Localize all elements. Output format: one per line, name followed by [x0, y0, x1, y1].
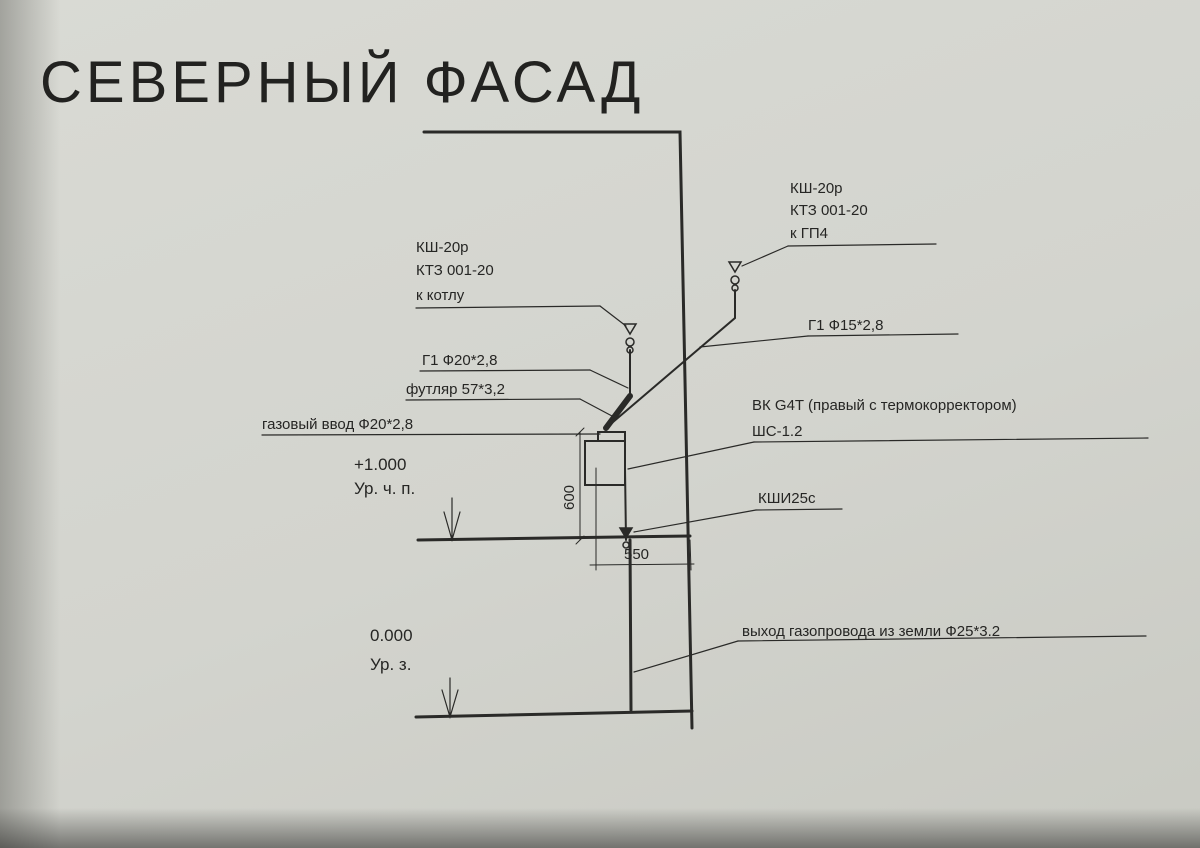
leader-shelf-g1-20 [419, 369, 591, 372]
inclined-pipe-g1-15 [605, 289, 736, 429]
leader-shelf-exit [737, 635, 1147, 642]
leader-shelf-kshi [755, 508, 843, 511]
pipe-casing [603, 393, 633, 431]
floor-level-marker [443, 497, 461, 543]
valve-kshi [618, 527, 634, 540]
leader-meter [627, 441, 755, 470]
label-ksh-right-1: КШ-20р [790, 180, 843, 197]
dimension-label-550: 550 [624, 546, 649, 563]
label-meter-1: ВК G4T (правый с термокорректором) [752, 397, 1017, 414]
leader-futlyar [579, 398, 613, 417]
leader-shelf-g1-15 [807, 333, 959, 337]
label-floor-level-name: Ур. ч. п. [354, 479, 415, 498]
label-futlyar: футляр 57*3,2 [406, 381, 505, 398]
valve-boiler-body [625, 337, 635, 347]
label-gas-input: газовый ввод Ф20*2,8 [262, 416, 413, 433]
dimension-label-600: 600 [561, 485, 578, 510]
leader-shelf-gp4 [787, 243, 937, 247]
building-wall-inner-line [679, 131, 689, 539]
sheet-shadow-bottom [0, 808, 1200, 848]
floor-level-line [416, 534, 692, 542]
label-ksh-left-2: КТЗ 001-20 [416, 262, 494, 279]
ground-level-line [414, 709, 694, 719]
leader-g1-20 [589, 369, 629, 389]
valve-gp4-top [727, 261, 743, 274]
dimension-line-550 [589, 563, 695, 566]
valve-gp4-bottom [731, 284, 739, 292]
meter-connector [597, 431, 626, 446]
label-ksh-right-2: КТЗ 001-20 [790, 202, 868, 219]
label-ksh-right-3: к ГП4 [790, 225, 828, 242]
leader-kshi [633, 509, 757, 533]
riser-pipe [628, 538, 633, 712]
leader-g1-15 [699, 335, 809, 348]
leader-shelf-boiler [415, 305, 601, 309]
label-ground-level-value: 0.000 [370, 626, 413, 645]
label-g1-20: Г1 Ф20*2,8 [422, 352, 497, 369]
label-floor-level-value: +1.000 [354, 455, 406, 474]
valve-gp4-body [730, 275, 740, 285]
drawing-title: СЕВЕРНЫЙ ФАСАД [40, 50, 644, 115]
sheet-shadow-left [0, 0, 60, 848]
leader-gp4 [741, 245, 789, 267]
extension-line-550-right [689, 539, 692, 571]
label-ground-level-name: Ур. з. [370, 655, 411, 674]
leader-boiler [599, 305, 627, 327]
gas-meter-box [584, 440, 626, 486]
valve-boiler-bottom [626, 346, 634, 354]
leader-shelf-futlyar [405, 398, 581, 401]
leader-shelf-meter [753, 437, 1149, 443]
building-wall-outline [422, 130, 694, 730]
leader-exit [633, 640, 739, 673]
label-meter-2: ШС-1.2 [752, 423, 802, 440]
leader-gas-input [261, 433, 601, 436]
dimension-tick-600-bottom [575, 535, 585, 545]
dimension-tick-600-top [575, 427, 585, 437]
label-exit-pipe: выход газопровода из земли Ф25*3.2 [742, 623, 1000, 640]
valve-kshi-joint [622, 541, 630, 549]
label-ksh-left-1: КШ-20р [416, 239, 469, 256]
label-g1-15: Г1 Ф15*2,8 [808, 317, 883, 334]
valve-boiler-top [622, 323, 638, 336]
ground-level-marker [441, 677, 459, 720]
label-kshi: КШИ25с [758, 490, 816, 507]
label-ksh-left-3: к котлу [416, 287, 465, 304]
